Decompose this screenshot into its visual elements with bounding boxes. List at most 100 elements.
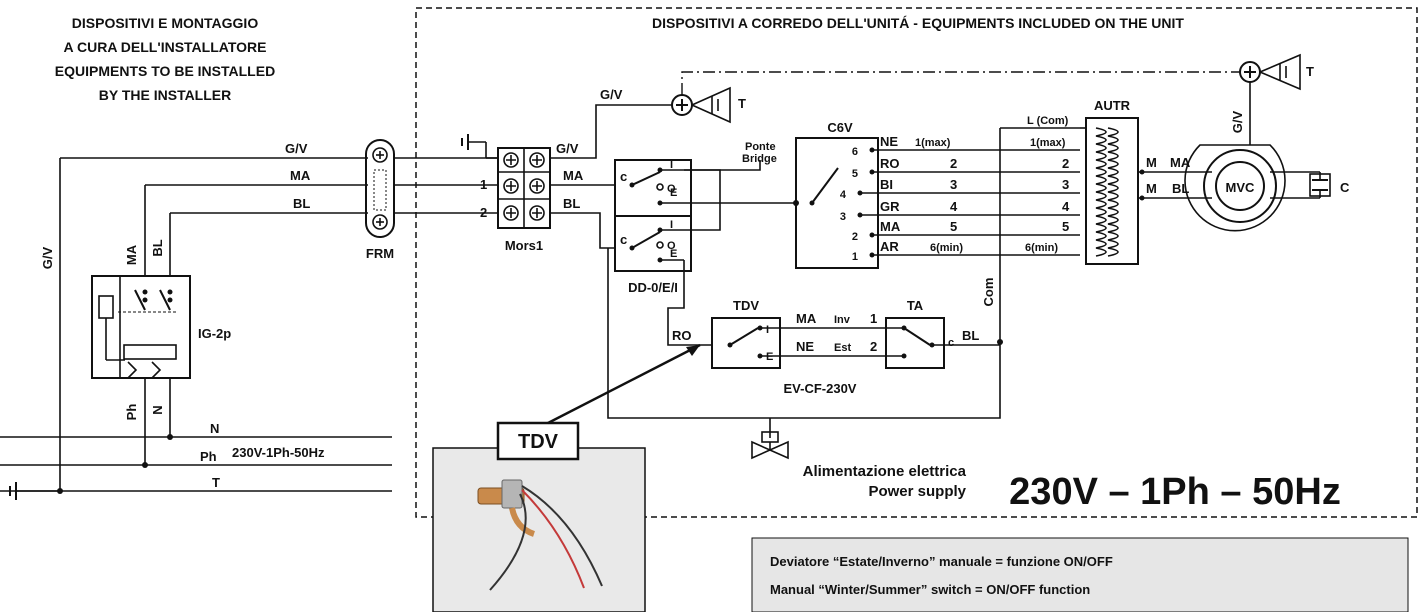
- bl-wire-label: BL: [293, 196, 310, 211]
- earth-t-label-1: T: [738, 96, 746, 111]
- ig-2p-switch: FRM IG-2p: [91, 275, 231, 379]
- c6v-pin-6: 6: [852, 146, 858, 158]
- capacitor-label: C: [1340, 180, 1350, 195]
- installer-title: DISPOSITIVI E MONTAGGIO A CURA DELL'INST…: [55, 15, 275, 103]
- dd-selector: c c I O E I O E DD-0/E/I: [614, 159, 692, 295]
- c6v-speed-6: 6(min): [930, 242, 963, 254]
- c6v-speed-3: 3: [950, 177, 957, 192]
- dd-e-lower: E: [670, 248, 677, 260]
- c6v-pin-3: 3: [840, 211, 846, 223]
- dd-o-lower: O: [667, 240, 676, 252]
- mains-t-label: T: [212, 475, 220, 490]
- autr-speed-2: 2: [1062, 156, 1069, 171]
- ma-wire-label: MA: [290, 168, 311, 183]
- supply-text-en: Power supply: [868, 483, 966, 500]
- mains-ph-label: Ph: [200, 449, 217, 464]
- c6v-speed-2: 2: [950, 156, 957, 171]
- installer-title-line1: DISPOSITIVI E MONTAGGIO: [72, 15, 259, 31]
- autr-speed-5: 5: [1062, 219, 1069, 234]
- c6v-pin-5: 5: [852, 168, 858, 180]
- note-line-1: Deviatore “Estate/Inverno” manuale = fun…: [770, 554, 1113, 569]
- ig-n-label: N: [150, 405, 165, 414]
- c6v-wire-gr: GR: [880, 199, 900, 214]
- mains-lines: N Ph T 230V-1Ph-50Hz: [0, 421, 392, 492]
- autr-label: AUTR: [1094, 98, 1131, 113]
- installer-title-line4: BY THE INSTALLER: [99, 87, 232, 103]
- unit-title: DISPOSITIVI A CORREDO DELL'UNITÁ - EQUIP…: [652, 15, 1184, 31]
- dd-o-upper: O: [667, 183, 676, 195]
- tdv-ma-label: MA: [796, 311, 817, 326]
- dd-i-upper: I: [670, 159, 673, 171]
- c6v-wiring: 6 5 4 3 2 1 NE RO BI GR MA AR 1(max) 2 3…: [840, 115, 1080, 342]
- ig-2p-name: IG-2p: [198, 326, 231, 341]
- ig-ma-label: MA: [124, 244, 139, 265]
- tdv-photo-panel: TDV: [432, 343, 701, 612]
- bridge-label: Bridge: [742, 153, 777, 165]
- dd-e-upper: E: [670, 187, 677, 199]
- c6v-speed-1: 1(max): [915, 137, 951, 149]
- ponte-label: Ponte: [745, 141, 776, 153]
- ta-pin1-label: 1: [870, 311, 877, 326]
- installer-title-line2: A CURA DELL'INSTALLATORE: [64, 39, 267, 55]
- dd-label: DD-0/E/I: [628, 280, 678, 295]
- supply-text-big: 230V – 1Ph – 50Hz: [1009, 471, 1341, 513]
- autr-m-upper: M: [1146, 155, 1157, 170]
- c6v-label: C6V: [827, 120, 853, 135]
- gv-vertical-label: G/V: [40, 246, 55, 269]
- tdv-label: TDV: [733, 298, 759, 313]
- notes-box: Deviatore “Estate/Inverno” manuale = fun…: [751, 537, 1409, 612]
- earth-symbol-2: T: [1239, 53, 1314, 91]
- autr-transformer: AUTR M M MA BL: [1080, 98, 1212, 265]
- mors1-ma-label: MA: [563, 168, 584, 183]
- mors1-label: Mors1: [505, 238, 543, 253]
- ta-thermostat: c TA: [885, 298, 954, 369]
- tdv-i-label: I: [766, 324, 769, 336]
- ta-c-label: c: [948, 337, 954, 349]
- autr-m-lower: M: [1146, 181, 1157, 196]
- tdv-inv-label: Inv: [834, 314, 851, 326]
- installer-title-line3: EQUIPMENTS TO BE INSTALLED: [55, 63, 275, 79]
- autr-speed-1: 1(max): [1030, 137, 1066, 149]
- earth-symbol-1: T: [671, 86, 746, 124]
- autr-speed-4: 4: [1062, 199, 1070, 214]
- autr-speed-6: 6(min): [1025, 242, 1058, 254]
- c6v-speed-4: 4: [950, 199, 958, 214]
- ev-label: EV-CF-230V: [784, 381, 857, 396]
- c6v-pin-2: 2: [852, 231, 858, 243]
- ev-valve: EV-CF-230V: [751, 381, 857, 460]
- dd-c-upper: c: [620, 169, 627, 184]
- c6v-wire-ne: NE: [880, 134, 898, 149]
- c6v-switch: C6V: [795, 120, 879, 269]
- autr-lcom-label: L (Com): [1027, 115, 1069, 127]
- ig-bl-label: BL: [150, 239, 165, 256]
- mains-supply-label: 230V-1Ph-50Hz: [232, 445, 325, 460]
- c6v-wire-ro: RO: [880, 156, 900, 171]
- ta-pin2-label: 2: [870, 339, 877, 354]
- tdv-est-label: Est: [834, 342, 851, 354]
- c6v-pin-4: 4: [840, 189, 847, 201]
- com-label: Com: [981, 278, 996, 307]
- c6v-pin-1: 1: [852, 251, 858, 263]
- ground-symbol-left: [9, 482, 63, 500]
- tdv-ro-label: RO: [672, 328, 692, 343]
- note-line-2: Manual “Winter/Summer” switch = ON/OFF f…: [770, 582, 1090, 597]
- autr-speed-3: 3: [1062, 177, 1069, 192]
- c6v-wire-bi: BI: [880, 177, 893, 192]
- mors1-bl-label: BL: [563, 196, 580, 211]
- mors1-gv-label: G/V: [556, 141, 579, 156]
- c6v-wire-ma: MA: [880, 219, 901, 234]
- mors1-pin2-label: 2: [480, 205, 487, 220]
- unit-boundary: [415, 7, 1418, 518]
- c6v-speed-5: 5: [950, 219, 957, 234]
- gv-wire-label: G/V: [285, 141, 308, 156]
- dd-c-lower: c: [620, 232, 627, 247]
- tdv-ne-label: NE: [796, 339, 814, 354]
- tdv-photo-label: TDV: [518, 431, 559, 453]
- mvc-ma-label: MA: [1170, 155, 1191, 170]
- mvc-gv-label: G/V: [1230, 110, 1245, 133]
- tdv-switch: I E TDV: [711, 298, 781, 369]
- mvc-label: MVC: [1226, 180, 1256, 195]
- c6v-wire-ar: AR: [880, 239, 899, 254]
- ground-symbol-mors1: [461, 134, 498, 159]
